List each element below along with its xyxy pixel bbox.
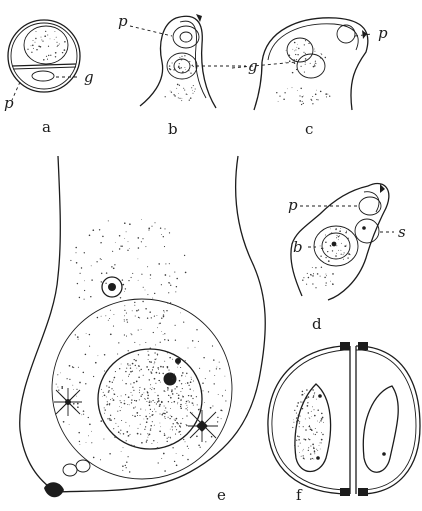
panel-a-label-g: g bbox=[84, 68, 94, 86]
panel-d-label-s: s bbox=[398, 223, 406, 241]
panel-b-label-p: p bbox=[118, 12, 128, 30]
panel-f-caption: f bbox=[296, 486, 303, 504]
panel-d-label-b: b bbox=[293, 238, 303, 256]
panel-c-tube-outline bbox=[254, 18, 368, 110]
panel-c-caption: c bbox=[305, 120, 313, 138]
panel-d-tube-outline bbox=[291, 184, 389, 300]
panel-e-small-cell-1 bbox=[63, 464, 77, 476]
panel-b-caption: b bbox=[168, 120, 178, 138]
panel-a-caption: a bbox=[42, 118, 51, 136]
panel-e-cell-outline bbox=[20, 156, 266, 492]
panel-d-label-p: p bbox=[288, 196, 298, 214]
panel-d-body-cell bbox=[314, 226, 358, 266]
panel-a-generative-cell bbox=[32, 71, 54, 81]
panel-c: p c bbox=[232, 18, 388, 138]
panel-e-left-aster bbox=[54, 388, 82, 416]
panel-c-label-p: p bbox=[378, 24, 388, 42]
panel-b-tube-outline bbox=[140, 16, 216, 108]
panel-d-upper-cell bbox=[359, 197, 381, 215]
panel-a-label-p: p bbox=[4, 94, 14, 112]
panel-d: p b s d bbox=[288, 184, 406, 333]
panel-e-outer-vacuole bbox=[52, 299, 232, 479]
panel-f: f bbox=[268, 342, 420, 504]
panel-e-caption: e bbox=[217, 486, 226, 504]
panel-e: e bbox=[20, 156, 266, 504]
panel-c-tip-cell bbox=[337, 25, 355, 43]
panel-b-upper-cell bbox=[173, 26, 199, 48]
panel-e-small-cell-2 bbox=[76, 460, 90, 472]
panel-f-right-half bbox=[356, 346, 420, 494]
panel-e-right-aster bbox=[188, 410, 218, 442]
panel-f-right-protoplast bbox=[363, 386, 398, 472]
panel-d-caption: d bbox=[312, 315, 322, 333]
panel-b: p g b bbox=[118, 12, 258, 138]
panel-a: g p a bbox=[4, 20, 94, 136]
